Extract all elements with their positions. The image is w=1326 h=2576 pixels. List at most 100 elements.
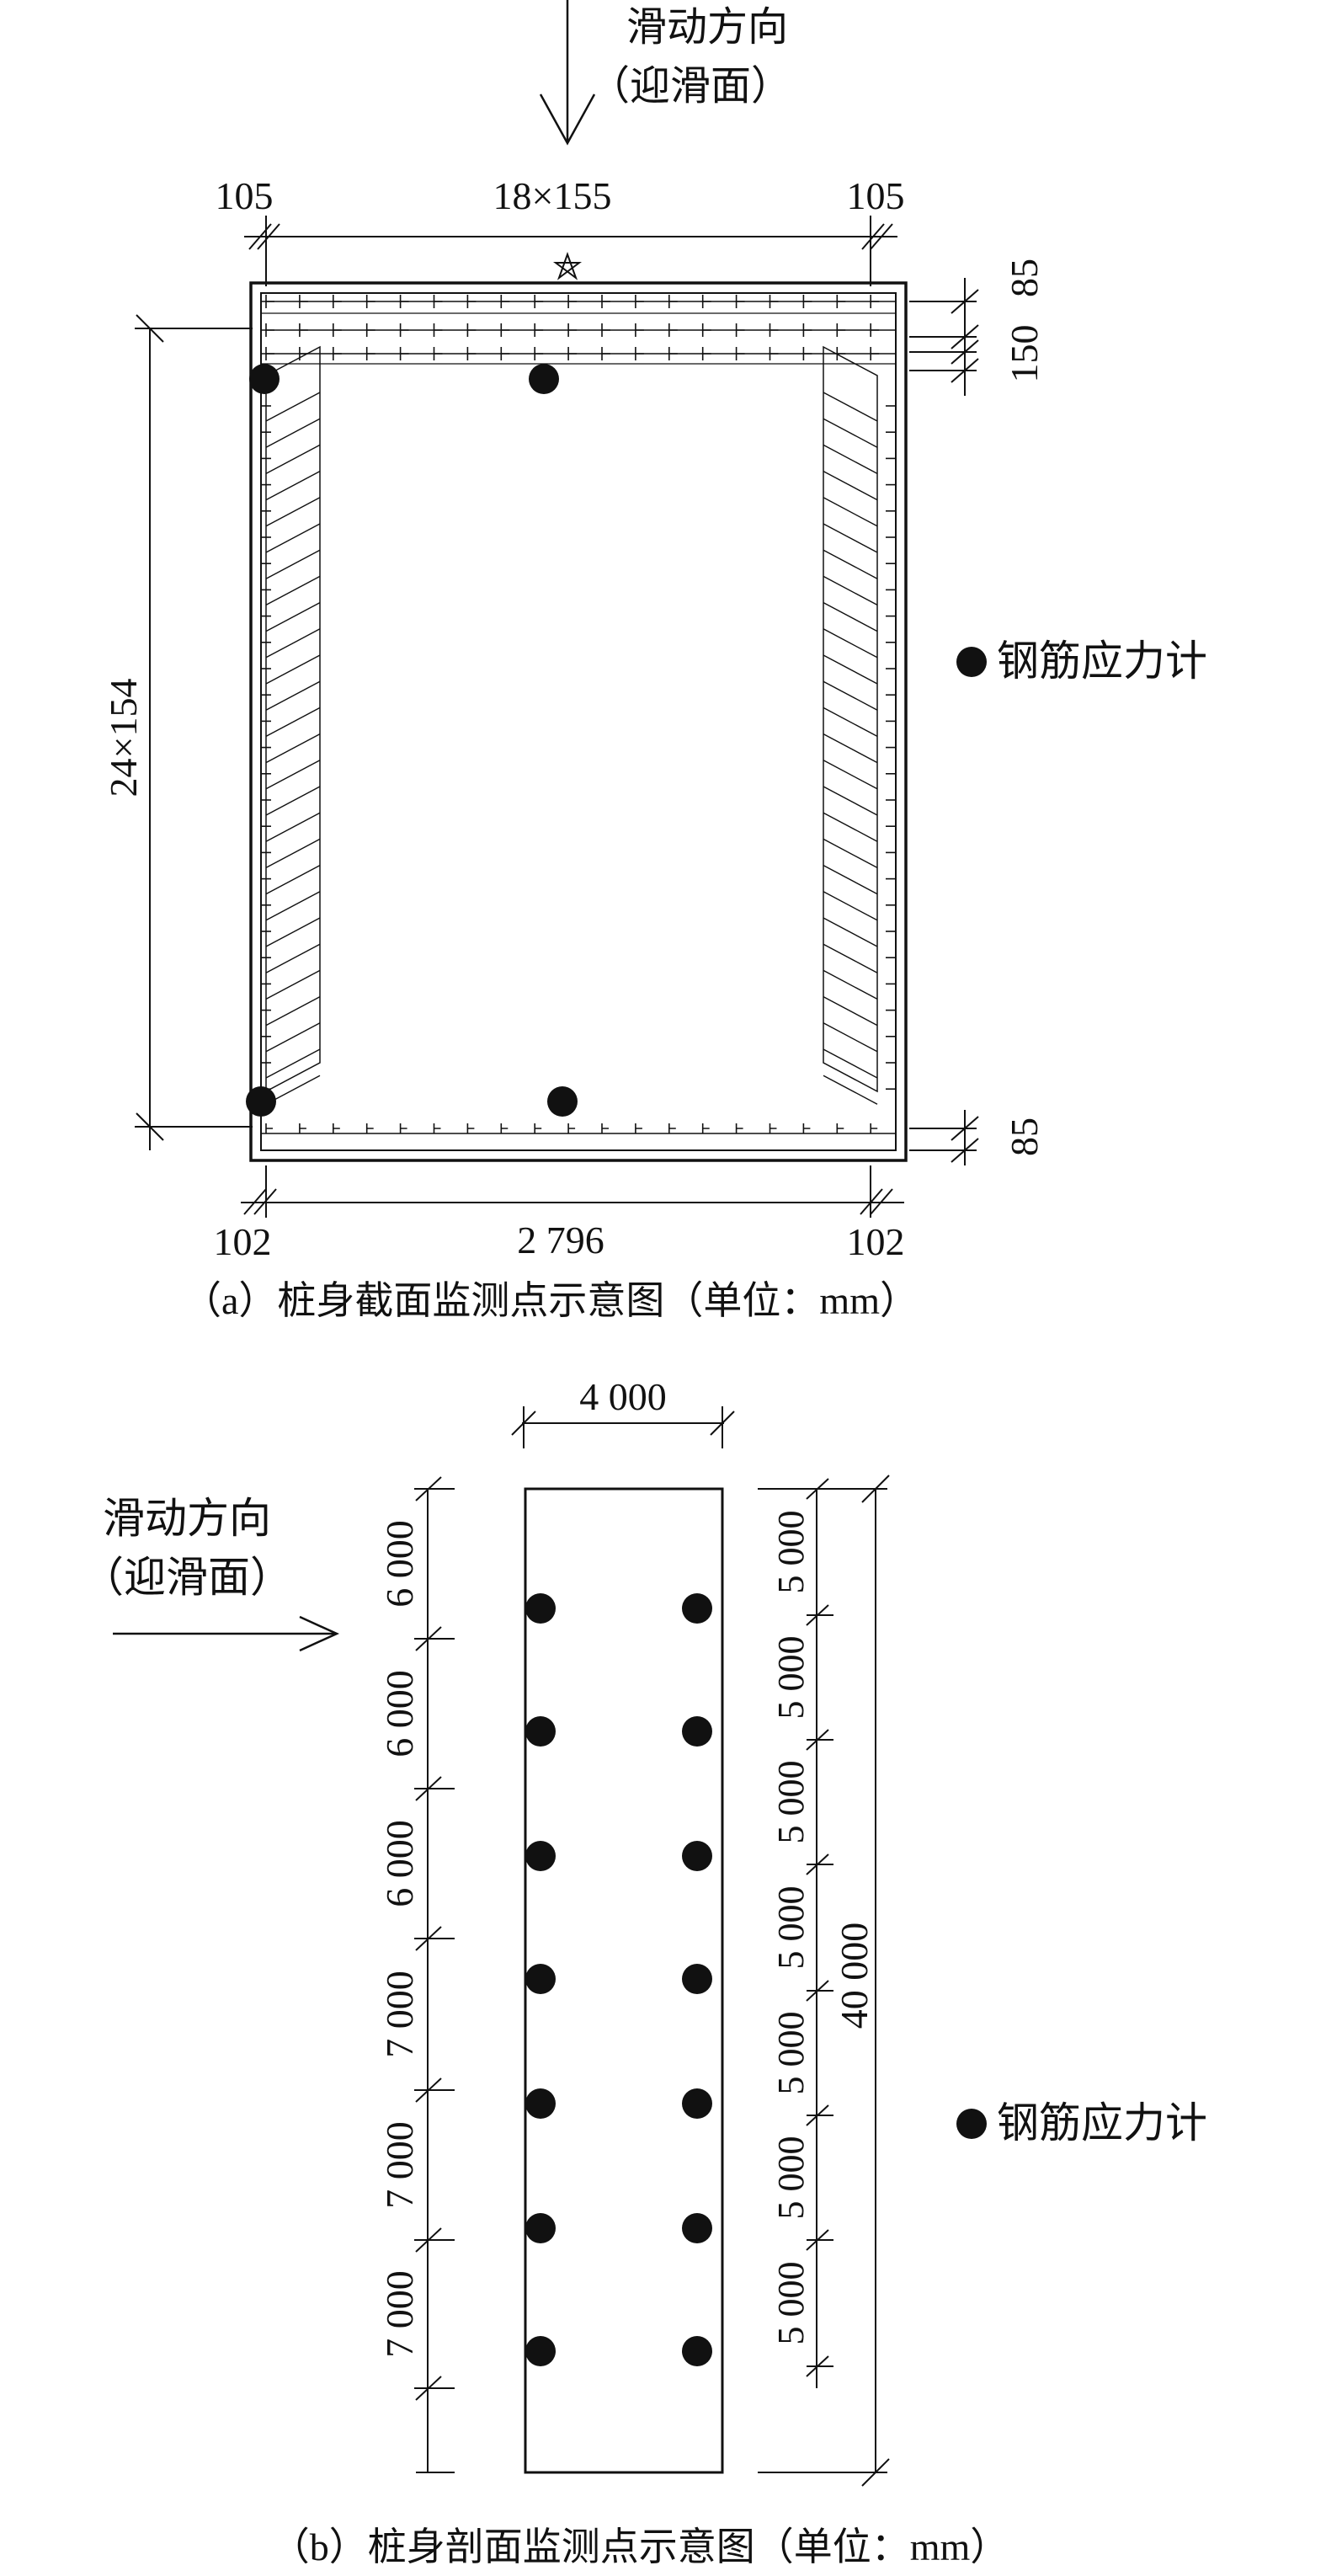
bottom-bar-mark <box>870 1123 878 1133</box>
rebar-bar-mark <box>466 323 477 337</box>
bottom-bar-mark <box>365 1123 374 1133</box>
rebar-bar-mark <box>635 347 644 360</box>
rebar-bar-mark <box>534 323 544 337</box>
dim-left-b-slash <box>415 2227 442 2253</box>
bottom-bar-mark <box>534 1123 542 1133</box>
slide-arrow-head-b <box>299 1615 340 1652</box>
dim-right-top-a: 85 150 <box>909 259 1046 396</box>
dim-bottom-a: 102 2 796 102 <box>214 1165 905 1263</box>
rebar-bar-mark <box>333 295 342 308</box>
left-hatch-line <box>265 392 321 422</box>
left-hatch-line <box>265 523 321 553</box>
gauge-point-left-column <box>525 1841 556 1871</box>
right-hatch-line <box>823 549 878 579</box>
left-hatch-line <box>265 891 321 921</box>
legend-label-b: 钢筋应力计 <box>997 2099 1207 2147</box>
rebar-bar-mark <box>668 347 678 360</box>
right-hatch-line <box>823 497 878 527</box>
slide-arrow-head-a <box>539 93 596 146</box>
dim-right-b-label: 5 000 <box>770 2012 812 2095</box>
left-hatch-line <box>265 601 321 632</box>
bottom-bar-mark <box>802 1123 811 1133</box>
rebar-bar-mark <box>735 347 745 360</box>
dim-top-middle: 18×155 <box>493 174 612 217</box>
rebar-bar-mark <box>466 347 477 360</box>
right-hatch-line <box>823 838 878 869</box>
rebar-bar-mark <box>567 295 578 308</box>
right-hatch-line <box>823 733 878 764</box>
dim-left-b-slash <box>415 1776 442 1801</box>
rebar-bar-mark <box>365 323 375 337</box>
rebar-bar-mark <box>802 323 812 337</box>
left-hatch-panel <box>265 345 321 1093</box>
right-hatch-line <box>823 1022 878 1053</box>
rebar-bar-mark <box>265 347 274 360</box>
dim-right-top-85: 85 <box>1003 259 1046 297</box>
left-hatch-line <box>265 1022 321 1053</box>
gauge-point-bottom-left <box>246 1086 276 1117</box>
dim-right-b-label: 5 000 <box>770 1886 812 1970</box>
gauge-point-right-column <box>682 1841 712 1871</box>
rebar-bar-mark <box>399 347 409 360</box>
right-hatch-line <box>823 917 878 947</box>
rebar-layers-top <box>261 295 896 365</box>
left-hatch-line <box>265 654 321 685</box>
right-hatch-line <box>823 392 878 422</box>
dim-left-b-label: 7 000 <box>378 2270 421 2358</box>
right-hatch-line <box>823 707 878 738</box>
rebar-bar-mark <box>836 323 846 337</box>
right-hatch-line <box>823 470 878 501</box>
left-hatch-line <box>265 680 321 711</box>
rebar-bar-mark <box>701 347 711 360</box>
gauge-point-top-middle <box>529 364 559 394</box>
bottom-bar-mark <box>601 1123 609 1133</box>
slide-direction-label-a: 滑动方向 <box>626 5 788 50</box>
dim-bottom-right: 102 <box>847 1220 905 1263</box>
gauge-point-right-column <box>682 2088 712 2119</box>
dim-left-b-label: 7 000 <box>378 2121 421 2209</box>
dim-left-b-slash <box>415 2376 442 2401</box>
left-hatch-line <box>265 497 321 527</box>
bottom-bar-mark <box>399 1123 407 1133</box>
legend-b: 钢筋应力计 <box>956 2099 1207 2147</box>
dim-left-b-label: 6 000 <box>378 1520 421 1608</box>
left-hatch-line <box>265 969 321 1000</box>
rebar-bar-mark <box>333 323 342 337</box>
left-hatch-line <box>265 838 321 869</box>
rebar-bar-mark <box>299 295 308 308</box>
dim-total-b: 40 000 <box>758 1475 890 2487</box>
right-hatch-panel <box>823 345 878 1093</box>
rebar-bar-mark <box>466 295 477 308</box>
rebar-bar-mark <box>433 347 443 360</box>
rebar-bar-mark <box>701 323 711 337</box>
dim-top-a: 105 18×155 105 <box>216 174 905 286</box>
rebar-bar-mark <box>265 295 274 308</box>
rebar-bar-mark <box>500 295 510 308</box>
bottom-bar-mark <box>635 1123 642 1133</box>
dim-right-b-label: 5 000 <box>770 1761 812 1844</box>
rebar-bar-mark <box>701 295 711 308</box>
bottom-bar-mark <box>668 1123 676 1133</box>
legend-dot-a <box>956 647 987 677</box>
bottom-bar-mark <box>500 1123 509 1133</box>
dim-left-b-slash <box>415 1626 442 1651</box>
legend-a: 钢筋应力计 <box>956 637 1207 685</box>
right-hatch-line <box>823 969 878 1000</box>
rebar-bar-mark <box>500 347 510 360</box>
dim-left-b-slash <box>415 2077 442 2103</box>
left-hatch-line <box>265 995 321 1027</box>
rebar-bar-mark <box>668 295 678 308</box>
dim-right-b-slash <box>806 1980 829 2002</box>
caption-a: （a）桩身截面监测点示意图（单位：mm） <box>183 1279 919 1322</box>
bottom-bar-mark <box>433 1123 441 1133</box>
dim-right-b-slash <box>806 1853 829 1875</box>
dim-left-b-slash <box>415 1926 442 1951</box>
bottom-bar-mark <box>735 1123 743 1133</box>
left-hatch-line <box>265 575 321 606</box>
rebar-bar-mark <box>769 347 779 360</box>
bottom-bar-mark <box>265 1123 273 1133</box>
left-hatch-line <box>265 943 321 973</box>
right-hatch-line <box>823 575 878 606</box>
